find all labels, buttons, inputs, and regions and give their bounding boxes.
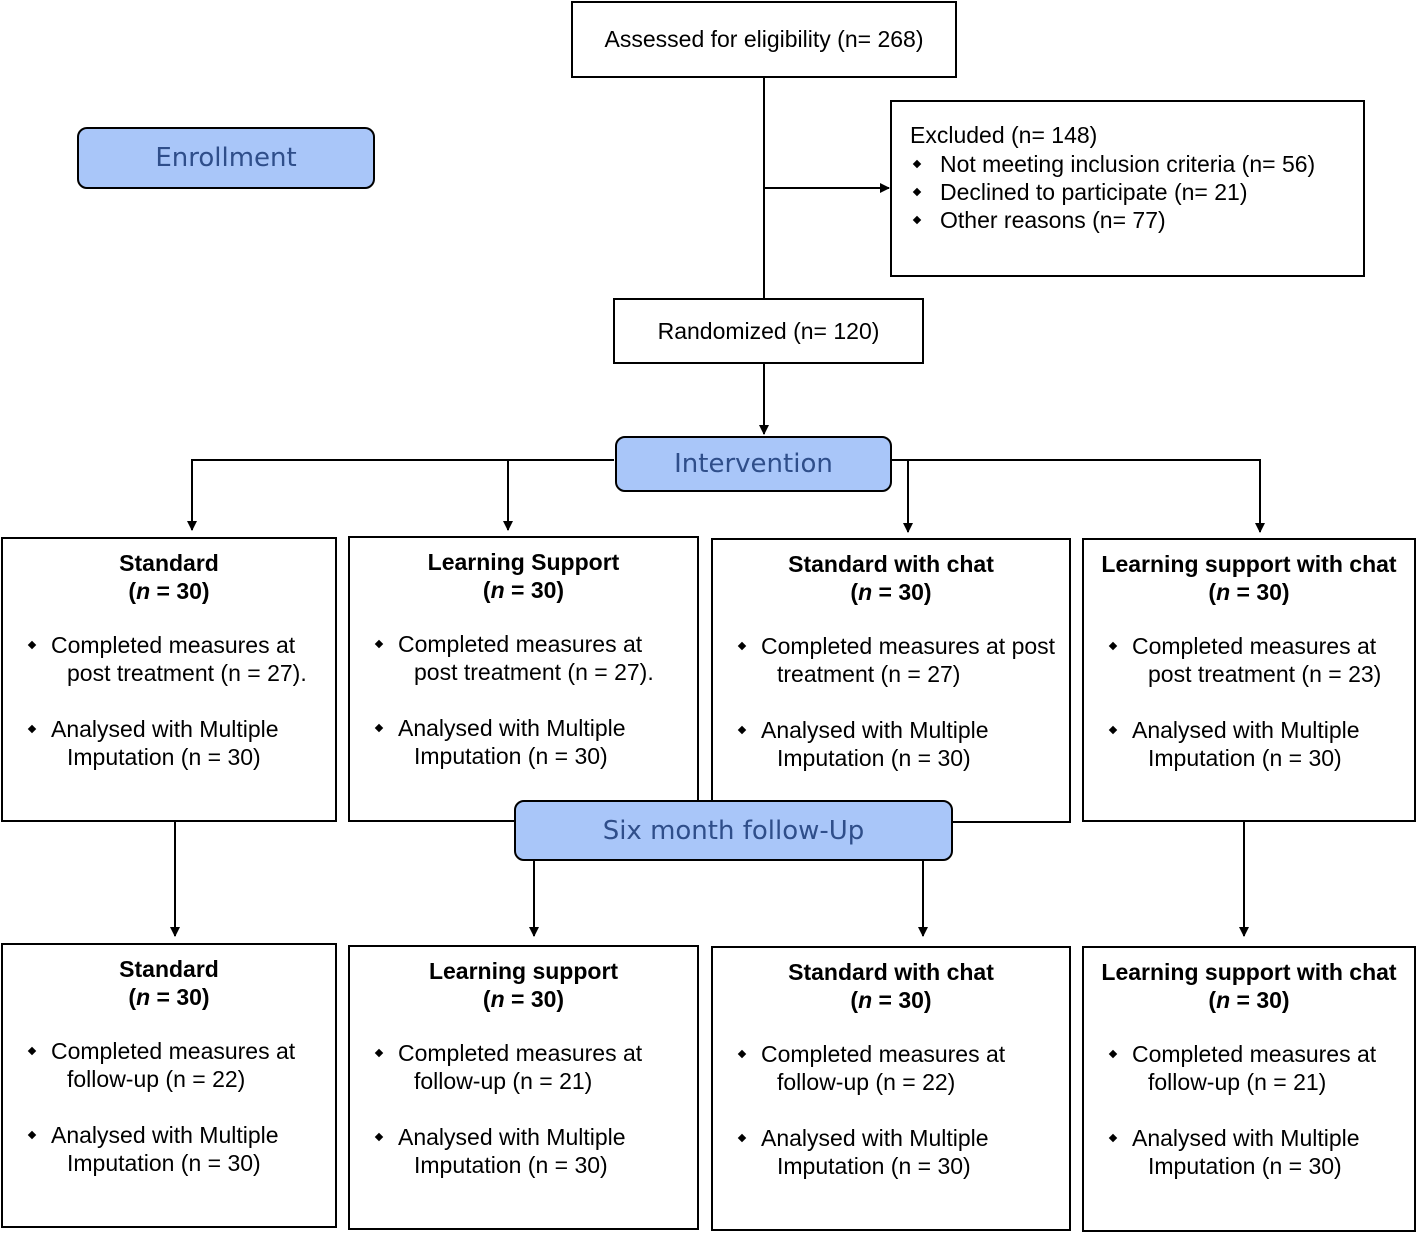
bullet-icon (912, 159, 922, 169)
arm-list: Completed measures at post treatment (n … (23, 631, 323, 799)
post-arm-learning-support: Learning Support(n = 30) Completed measu… (348, 536, 699, 822)
arm-list: Completed measures at post treatment (n … (1104, 632, 1402, 800)
followup-arm-standard-chat: Standard with chat(n = 30) Completed mea… (711, 946, 1071, 1231)
bullet-icon (27, 1130, 37, 1140)
randomized-box: Randomized (n= 120) (613, 298, 924, 364)
followup-arm-learning-support: Learning support(n = 30) Completed measu… (348, 945, 699, 1230)
arm-title: Learning support with chat (n = 30) (1101, 551, 1397, 605)
arm-item: Completed measures at follow-up (n = 21) (1104, 1040, 1402, 1096)
arm-list: Completed measures at post treatment (n … (733, 632, 1057, 800)
arm-title: Learning Support(n = 30) (427, 549, 620, 603)
arm-item: Completed measures at follow-up (n = 22) (733, 1040, 1057, 1096)
arm-list: Completed measures at follow-up (n = 22)… (23, 1037, 323, 1205)
excluded-title: Excluded (n= 148) (910, 122, 1098, 148)
arm-item: Analysed with Multiple Imputation (n = 3… (733, 1124, 1057, 1180)
phase-followup: Six month follow-Up (514, 800, 953, 861)
assessed-box: Assessed for eligibility (n= 268) (571, 1, 957, 78)
bullet-icon (912, 187, 922, 197)
arm-item: Analysed with Multiple Imputation (n = 3… (733, 716, 1057, 772)
excluded-item: Declined to participate (n= 21) (910, 178, 1315, 206)
phase-intervention: Intervention (615, 436, 892, 492)
excluded-item-text: Not meeting inclusion criteria (n= 56) (940, 151, 1316, 177)
bullet-icon (912, 215, 922, 225)
bullet-icon (737, 641, 747, 651)
arm-item: Analysed with Multiple Imputation (n = 3… (1104, 1124, 1402, 1180)
bullet-icon (374, 639, 384, 649)
bullet-icon (27, 724, 37, 734)
arm-title: Learning support(n = 30) (428, 958, 619, 1012)
arm-list: Completed measures at follow-up (n = 21)… (1104, 1040, 1402, 1208)
arm-item: Completed measures at post treatment (n … (1104, 632, 1402, 688)
post-arm-standard: Standard(n = 30) Completed measures at p… (1, 537, 337, 822)
arm-item: Completed measures at follow-up (n = 21) (370, 1039, 685, 1095)
post-arm-learning-support-chat: Learning support with chat (n = 30) Comp… (1082, 538, 1416, 822)
post-arm-standard-chat: Standard with chat(n = 30) Completed mea… (711, 538, 1071, 823)
bullet-icon (737, 1049, 747, 1059)
followup-arm-standard: Standard(n = 30) Completed measures at f… (1, 943, 337, 1228)
arm-title: Learning support with chat (n = 30) (1101, 959, 1397, 1013)
arm-list: Completed measures at follow-up (n = 21)… (370, 1039, 685, 1207)
excluded-item: Other reasons (n= 77) (910, 206, 1315, 234)
bullet-icon (1108, 1133, 1118, 1143)
bullet-icon (374, 723, 384, 733)
arm-title: Standard with chat(n = 30) (788, 551, 994, 605)
excluded-box: Excluded (n= 148) Not meeting inclusion … (890, 100, 1365, 277)
bullet-icon (1108, 725, 1118, 735)
line-intervention-right (892, 459, 1265, 533)
arm-item: Completed measures at follow-up (n = 22) (23, 1037, 323, 1093)
arm-item: Completed measures at post treatment (n … (23, 631, 323, 687)
arm-item: Completed measures at post treatment (n … (733, 632, 1057, 688)
bullet-icon (374, 1132, 384, 1142)
excluded-item: Not meeting inclusion criteria (n= 56) (910, 150, 1315, 178)
phase-enrollment: Enrollment (77, 127, 375, 189)
excluded-item-text: Other reasons (n= 77) (940, 207, 1166, 233)
arm-item: Analysed with Multiple Imputation (n = 3… (370, 714, 685, 770)
followup-arm-learning-support-chat: Learning support with chat (n = 30) Comp… (1082, 946, 1416, 1232)
arm-title: Standard(n = 30) (119, 550, 219, 604)
arm-title: Standard(n = 30) (119, 956, 219, 1010)
excluded-list: Not meeting inclusion criteria (n= 56) D… (910, 150, 1315, 234)
arm-list: Completed measures at post treatment (n … (370, 630, 685, 798)
arm-item: Analysed with Multiple Imputation (n = 3… (370, 1123, 685, 1179)
bullet-icon (27, 640, 37, 650)
bullet-icon (1108, 1049, 1118, 1059)
bullet-icon (737, 725, 747, 735)
line-intervention-left (187, 459, 614, 531)
arm-item: Analysed with Multiple Imputation (n = 3… (1104, 716, 1402, 772)
bullet-icon (374, 1048, 384, 1058)
bullet-icon (27, 1046, 37, 1056)
arm-item: Completed measures at post treatment (n … (370, 630, 685, 686)
arm-item: Analysed with Multiple Imputation (n = 3… (23, 715, 323, 771)
arm-title: Standard with chat(n = 30) (788, 959, 994, 1013)
arm-list: Completed measures at follow-up (n = 22)… (733, 1040, 1057, 1208)
excluded-item-text: Declined to participate (n= 21) (940, 179, 1248, 205)
bullet-icon (737, 1133, 747, 1143)
bullet-icon (1108, 641, 1118, 651)
arm-item: Analysed with Multiple Imputation (n = 3… (23, 1121, 323, 1177)
